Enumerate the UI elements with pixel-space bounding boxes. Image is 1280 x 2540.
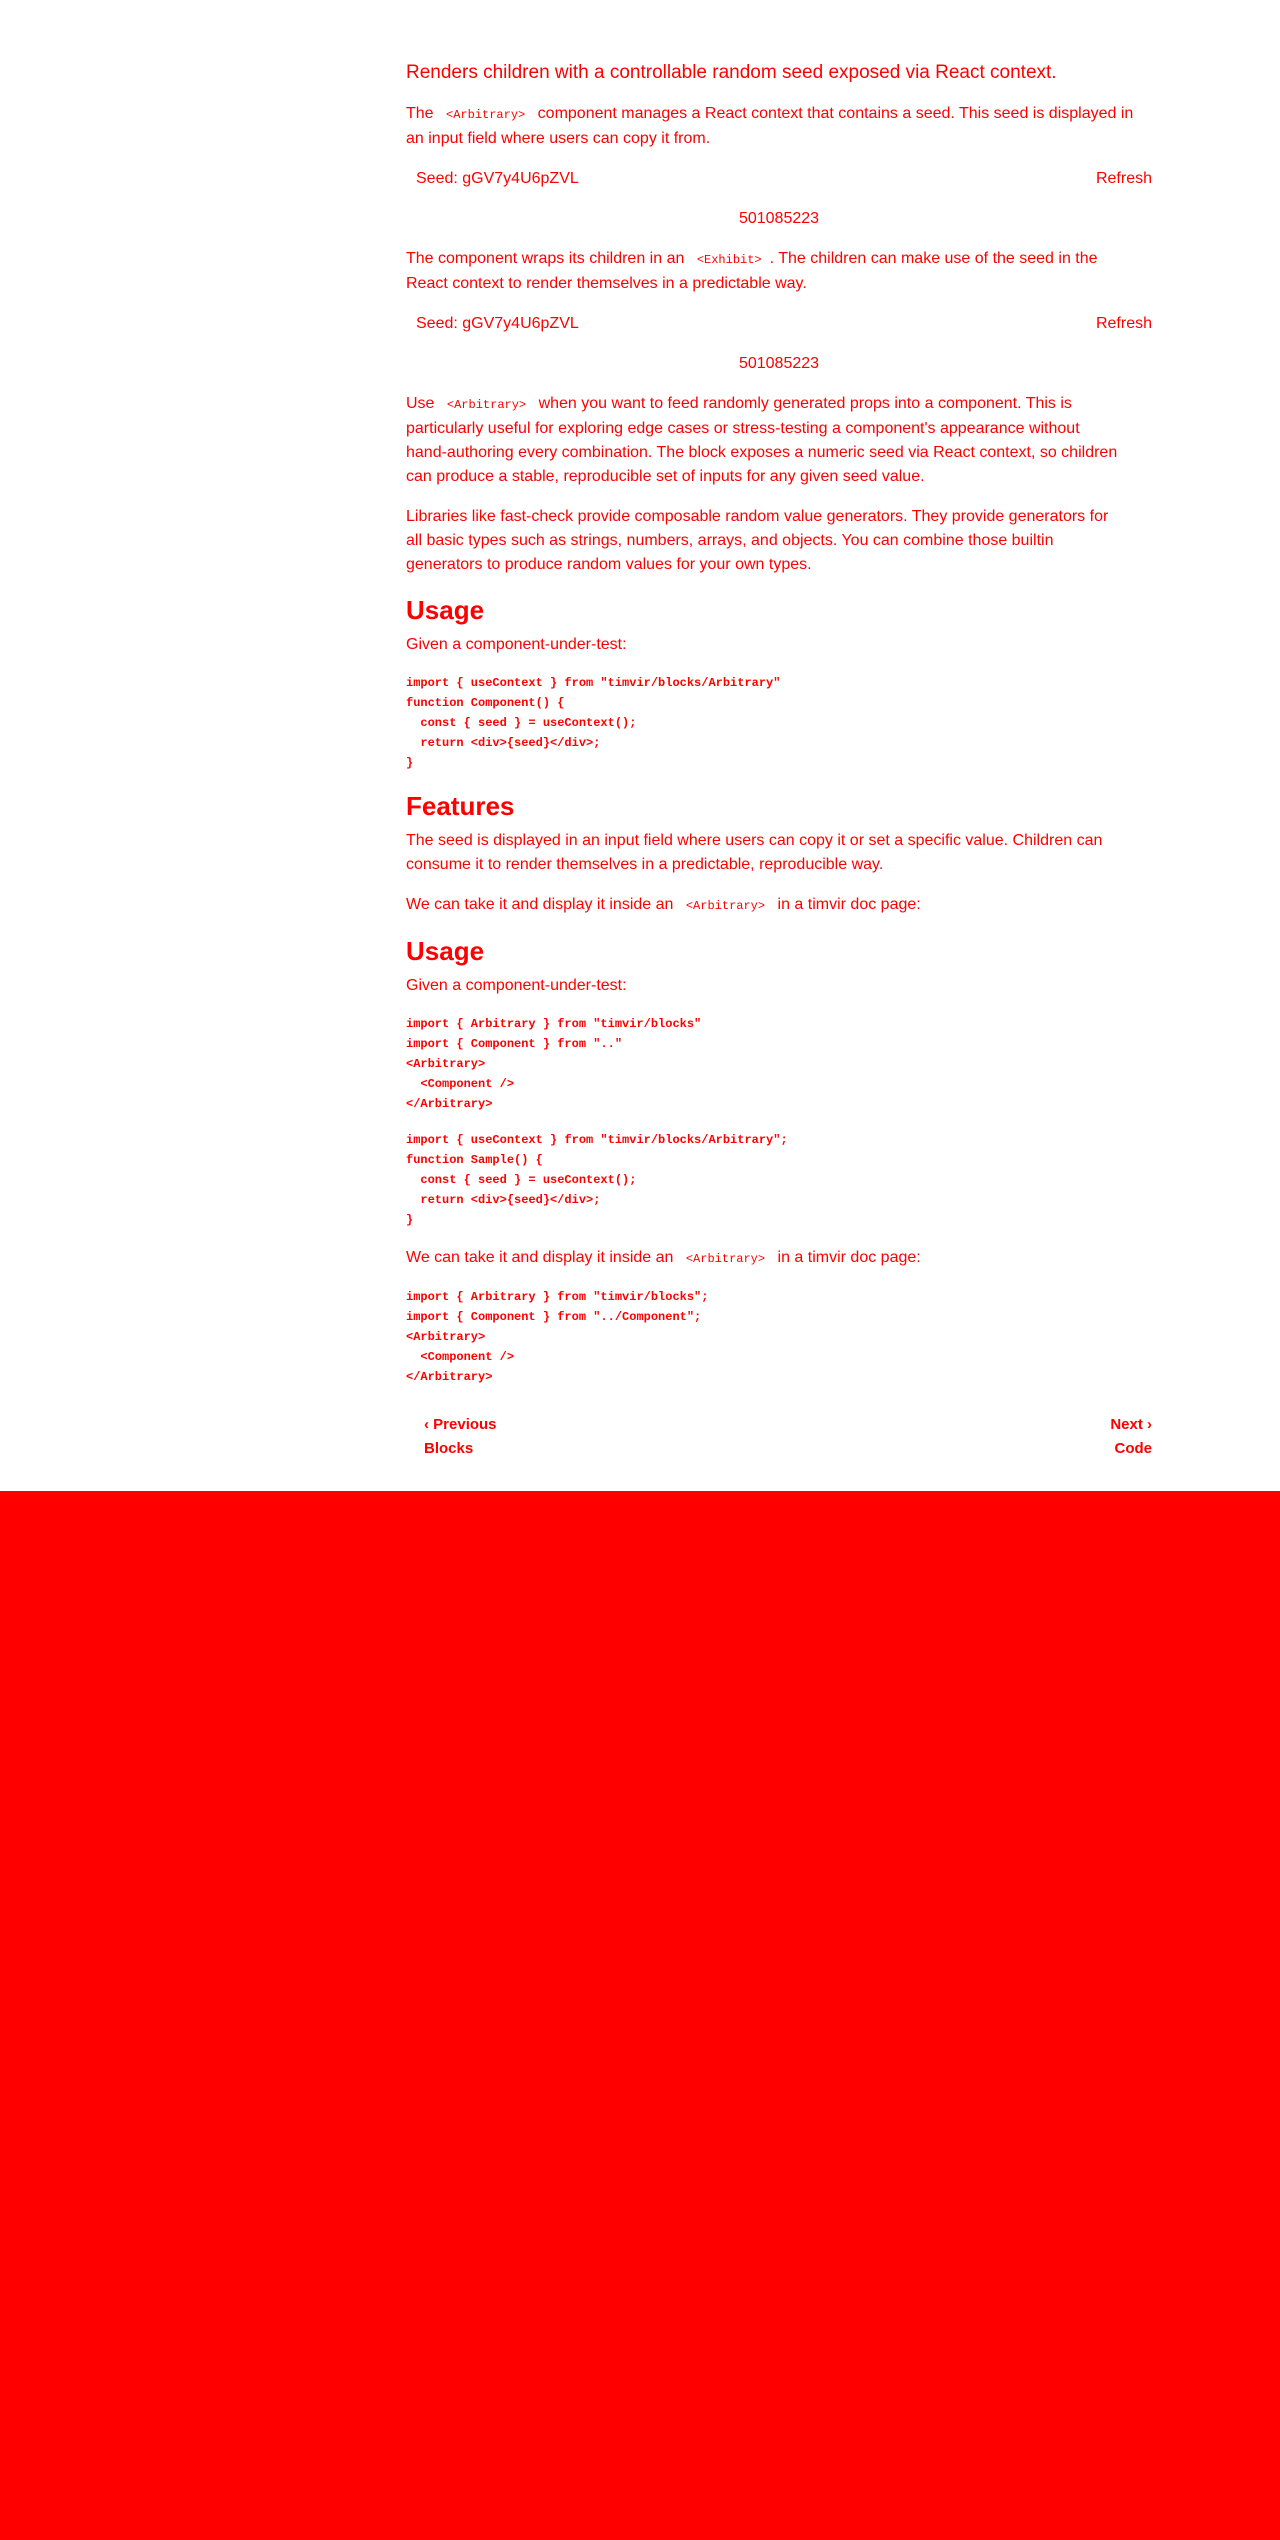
- doc-text: We can take it and display it inside an: [406, 896, 678, 913]
- code-line: <Arbitrary>: [406, 1330, 486, 1344]
- code-line: function Sample() {: [406, 1153, 543, 1167]
- use-text: when you want to feed randomly generated…: [534, 395, 1072, 412]
- code-line: </Arbitrary>: [406, 1370, 493, 1384]
- use-paragraph: Use <Arbitrary> when you want to feed ra…: [406, 392, 1152, 489]
- wraps-text: . The children can make use of the seed …: [769, 250, 1098, 267]
- wraps-paragraph-line-2: React context to render themselves in a …: [406, 275, 807, 292]
- code-block-sample: import { useContext } from "timvir/block…: [406, 1130, 1152, 1230]
- code-line: <Component />: [406, 1077, 515, 1091]
- previous-page-title[interactable]: Blocks: [424, 1440, 474, 1457]
- footer-fill: [0, 1491, 1280, 2540]
- code-line: <Component />: [406, 1350, 515, 1364]
- seed-value: 501085223: [738, 355, 820, 372]
- given-text: Given a component-under-test:: [406, 977, 627, 994]
- code-line: const { seed } = useContext();: [406, 1173, 637, 1187]
- code-block-usage-short: import { Arbitrary } from "timvir/blocks…: [406, 1014, 1152, 1114]
- wraps-paragraph-line-1: The component wraps its children in an <…: [406, 247, 1152, 272]
- features-paragraph-line: consume it to render themselves in a pre…: [406, 856, 884, 873]
- wraps-text: The component wraps its children in an: [406, 250, 689, 267]
- intro-paragraph-line-1: The <Arbitrary> component manages a Reac…: [406, 102, 1152, 127]
- intro-paragraph: The <Arbitrary> component manages a Reac…: [406, 102, 1152, 151]
- given-text: Given a component-under-test:: [406, 636, 627, 653]
- next-link[interactable]: Next ›: [1110, 1416, 1152, 1433]
- features-paragraph-line: The seed is displayed in an input field …: [406, 832, 1103, 849]
- code-line: import { Arbitrary } from "timvir/blocks…: [406, 1290, 709, 1304]
- intro-text: component manages a React context that c…: [533, 105, 1134, 122]
- libraries-paragraph-line: all basic types such as strings, numbers…: [406, 532, 1054, 549]
- pager: ‹ Previous Blocks Next › Code: [406, 1403, 1152, 1461]
- intro-paragraph-line-2: an input field where users can copy it f…: [406, 130, 711, 147]
- previous-page-link[interactable]: ‹ Previous Blocks: [424, 1413, 497, 1461]
- use-paragraph-line-1: Use <Arbitrary> when you want to feed ra…: [406, 392, 1152, 417]
- seed-bar: Seed: gGV7y4U6pZVL Refresh: [406, 167, 1152, 191]
- inline-code: <Exhibit>: [696, 253, 762, 267]
- code-line: }: [406, 756, 414, 770]
- inline-code: <Arbitrary>: [685, 899, 766, 913]
- code-line: return <div>{seed}</div>;: [406, 1193, 601, 1207]
- next-page-title[interactable]: Code: [1114, 1440, 1153, 1457]
- code-line: import { useContext } from "timvir/block…: [406, 1133, 788, 1147]
- code-line: import { Component } from "..": [406, 1037, 623, 1051]
- previous-link[interactable]: ‹ Previous: [424, 1416, 497, 1433]
- code-line: }: [406, 1213, 414, 1227]
- refresh-button[interactable]: Refresh: [1095, 315, 1152, 332]
- doc-text: in a timvir doc page:: [773, 1249, 921, 1266]
- doc-text: We can take it and display it inside an: [406, 1249, 678, 1266]
- doc-page-paragraph: We can take it and display it inside an …: [406, 1246, 1152, 1271]
- libraries-paragraph: Libraries like fast-check provide compos…: [406, 505, 1152, 577]
- usage-heading: Usage: [406, 936, 485, 966]
- seed-value: 501085223: [738, 210, 820, 227]
- code-line: import { Component } from "../Component"…: [406, 1310, 702, 1324]
- code-line: return <div>{seed}</div>;: [406, 736, 601, 750]
- seed-input[interactable]: Seed: gGV7y4U6pZVL: [416, 170, 579, 187]
- libraries-paragraph-line: Libraries like fast-check provide compos…: [406, 508, 1109, 525]
- libraries-paragraph-line: generators to produce random values for …: [406, 556, 812, 573]
- page-lead: Renders children with a controllable ran…: [406, 62, 1057, 83]
- features-heading: Features: [406, 791, 515, 821]
- use-paragraph-line: hand-authoring every combination. The bl…: [406, 444, 1118, 461]
- code-line: const { seed } = useContext();: [406, 716, 637, 730]
- next-page-link[interactable]: Next › Code: [1110, 1413, 1152, 1461]
- refresh-button[interactable]: Refresh: [1095, 170, 1152, 187]
- code-block-usage-full: import { Arbitrary } from "timvir/blocks…: [406, 1287, 1152, 1387]
- code-block-component: import { useContext } from "timvir/block…: [406, 673, 1152, 773]
- code-line: function Component() {: [406, 696, 565, 710]
- doc-text: in a timvir doc page:: [773, 896, 921, 913]
- inline-code: <Arbitrary>: [446, 398, 527, 412]
- features-paragraph: The seed is displayed in an input field …: [406, 829, 1152, 877]
- code-line: </Arbitrary>: [406, 1097, 493, 1111]
- inline-code: <Arbitrary>: [446, 108, 526, 122]
- code-line: <Arbitrary>: [406, 1057, 486, 1071]
- use-text: Use: [406, 395, 439, 412]
- wraps-paragraph: The component wraps its children in an <…: [406, 247, 1152, 296]
- seed-input[interactable]: Seed: gGV7y4U6pZVL: [416, 315, 579, 332]
- code-line: import { useContext } from "timvir/block…: [406, 676, 781, 690]
- intro-text: The: [406, 105, 439, 122]
- use-paragraph-line: particularly useful for exploring edge c…: [406, 420, 1080, 437]
- seed-bar: Seed: gGV7y4U6pZVL Refresh: [406, 312, 1152, 336]
- doc-page-paragraph: We can take it and display it inside an …: [406, 893, 1152, 918]
- usage-heading: Usage: [406, 595, 485, 625]
- code-line: import { Arbitrary } from "timvir/blocks…: [406, 1017, 702, 1031]
- use-paragraph-line: can produce a stable, reproducible set o…: [406, 468, 925, 485]
- inline-code: <Arbitrary>: [685, 1252, 766, 1266]
- main-content: Renders children with a controllable ran…: [406, 62, 1152, 1461]
